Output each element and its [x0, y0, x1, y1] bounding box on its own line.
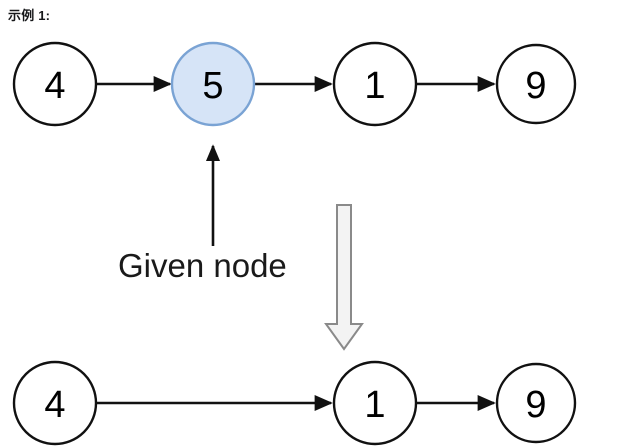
node-circle — [332, 41, 418, 127]
node-after-9[interactable]: 9 — [495, 362, 577, 444]
node-after-1[interactable]: 1 — [332, 360, 418, 446]
block-arrow-shape — [324, 204, 364, 351]
node-before-5-highlighted[interactable]: 5 — [170, 41, 256, 127]
node-before-9[interactable]: 9 — [495, 43, 577, 125]
node-value: 1 — [364, 65, 385, 107]
node-circle-highlighted — [170, 41, 256, 127]
after-list-row: 4 1 9 — [12, 360, 577, 446]
node-after-4[interactable]: 4 — [12, 360, 98, 446]
node-value: 1 — [364, 384, 385, 426]
given-node-annotation: Given node — [118, 144, 287, 284]
node-value: 9 — [525, 65, 546, 107]
node-circle — [12, 360, 98, 446]
given-node-label: Given node — [118, 247, 287, 284]
node-circle — [495, 362, 577, 444]
node-value: 5 — [202, 65, 223, 107]
node-circle — [495, 43, 577, 125]
before-list-row: 4 5 1 9 — [12, 41, 577, 127]
node-before-4[interactable]: 4 — [12, 41, 98, 127]
node-circle — [332, 360, 418, 446]
node-before-1[interactable]: 1 — [332, 41, 418, 127]
transform-down-arrow-icon — [324, 204, 364, 351]
example-caption: 示例 1: — [8, 8, 51, 23]
node-value: 4 — [44, 65, 65, 107]
node-value: 9 — [525, 384, 546, 426]
node-circle — [12, 41, 98, 127]
node-value: 4 — [44, 384, 65, 426]
